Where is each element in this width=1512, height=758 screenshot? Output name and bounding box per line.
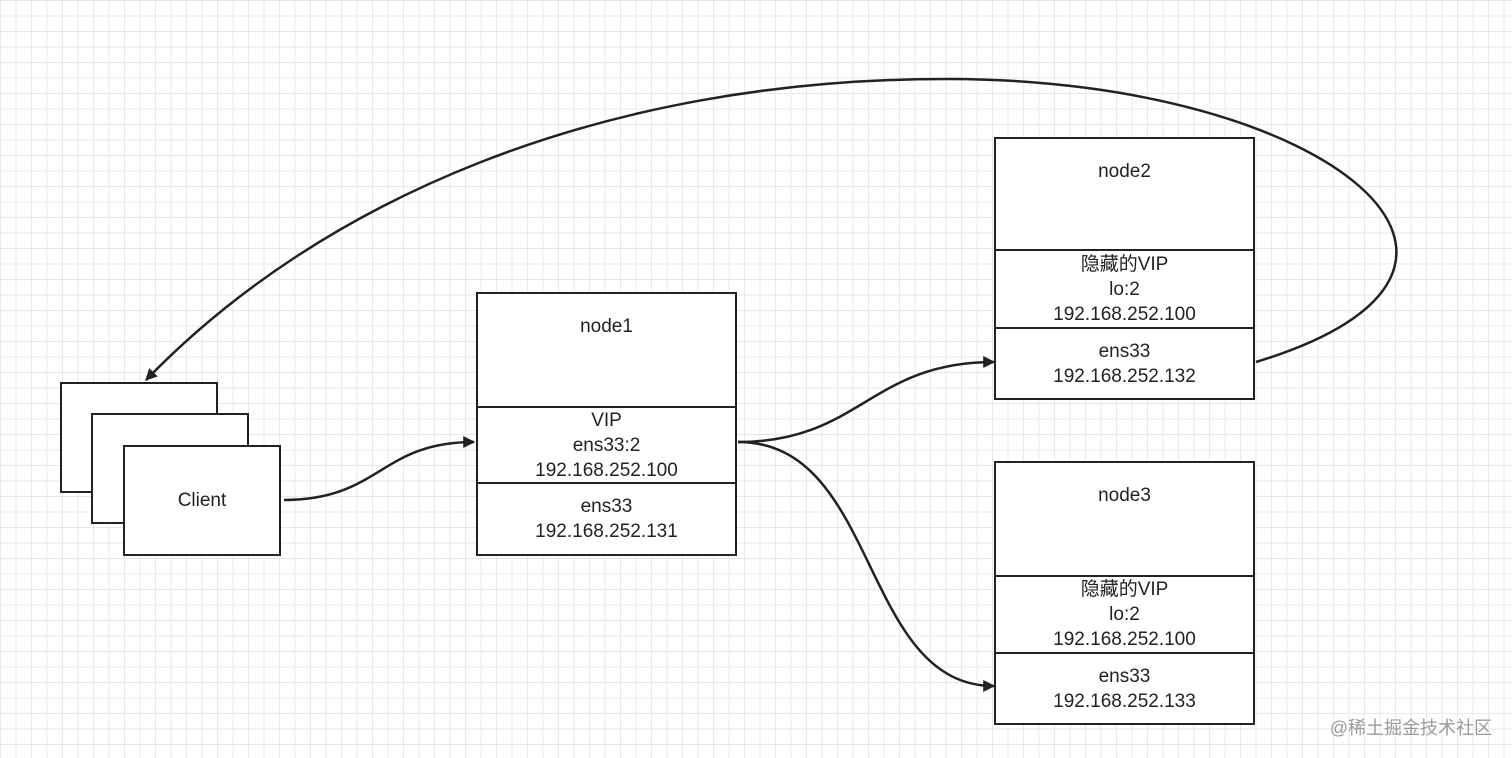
node1-nic-address: 192.168.252.131 <box>535 521 678 542</box>
watermark: @稀土掘金技术社区 <box>1329 718 1492 738</box>
node3-title: node3 <box>1098 485 1151 506</box>
node1-title: node1 <box>580 316 633 337</box>
node2-vip-address: 192.168.252.100 <box>1053 303 1196 325</box>
node1-vip-section: VIP ens33:2 192.168.252.100 <box>478 406 735 482</box>
node2-vip-label: 隐藏的VIP <box>1080 253 1169 275</box>
node1-nic-interface: ens33 <box>580 496 633 517</box>
node3-nic-section: ens33 192.168.252.133 <box>996 652 1253 723</box>
node2-header: node2 <box>996 139 1253 249</box>
node2-box: node2 隐藏的VIP lo:2 192.168.252.100 ens33 … <box>994 137 1255 400</box>
node1-vip-label: VIP <box>591 409 622 431</box>
node1-to-node2-arrow <box>737 356 996 444</box>
client-card: Client <box>123 445 281 556</box>
node3-vip-section: 隐藏的VIP lo:2 192.168.252.100 <box>996 575 1253 652</box>
node2-vip-section: 隐藏的VIP lo:2 192.168.252.100 <box>996 249 1253 327</box>
node1-vip-interface: ens33:2 <box>572 434 641 456</box>
node3-vip-address: 192.168.252.100 <box>1053 629 1196 650</box>
node2-nic-section: ens33 192.168.252.132 <box>996 327 1253 398</box>
node2-vip-interface: lo:2 <box>1109 278 1140 300</box>
node3-nic-interface: ens33 <box>1098 665 1151 687</box>
node2-to-client-return-arrow <box>145 77 1398 381</box>
node2-nic-address: 192.168.252.132 <box>1053 365 1196 387</box>
node1-vip-address: 192.168.252.100 <box>535 459 678 481</box>
node1-box: node1 VIP ens33:2 192.168.252.100 ens33 … <box>476 292 737 556</box>
node2-nic-interface: ens33 <box>1098 340 1151 362</box>
node3-nic-address: 192.168.252.133 <box>1053 690 1196 712</box>
node2-title: node2 <box>1098 161 1151 182</box>
node3-vip-label: 隐藏的VIP <box>1080 579 1169 600</box>
node1-to-node3-arrow <box>737 440 996 692</box>
node1-header: node1 <box>478 294 735 406</box>
node3-box: node3 隐藏的VIP lo:2 192.168.252.100 ens33 … <box>994 461 1255 725</box>
node3-header: node3 <box>996 463 1253 575</box>
node1-nic-section: ens33 192.168.252.131 <box>478 482 735 554</box>
client-label: Client <box>177 489 227 511</box>
client-to-node1-arrow <box>283 436 476 502</box>
node3-vip-interface: lo:2 <box>1109 604 1140 625</box>
